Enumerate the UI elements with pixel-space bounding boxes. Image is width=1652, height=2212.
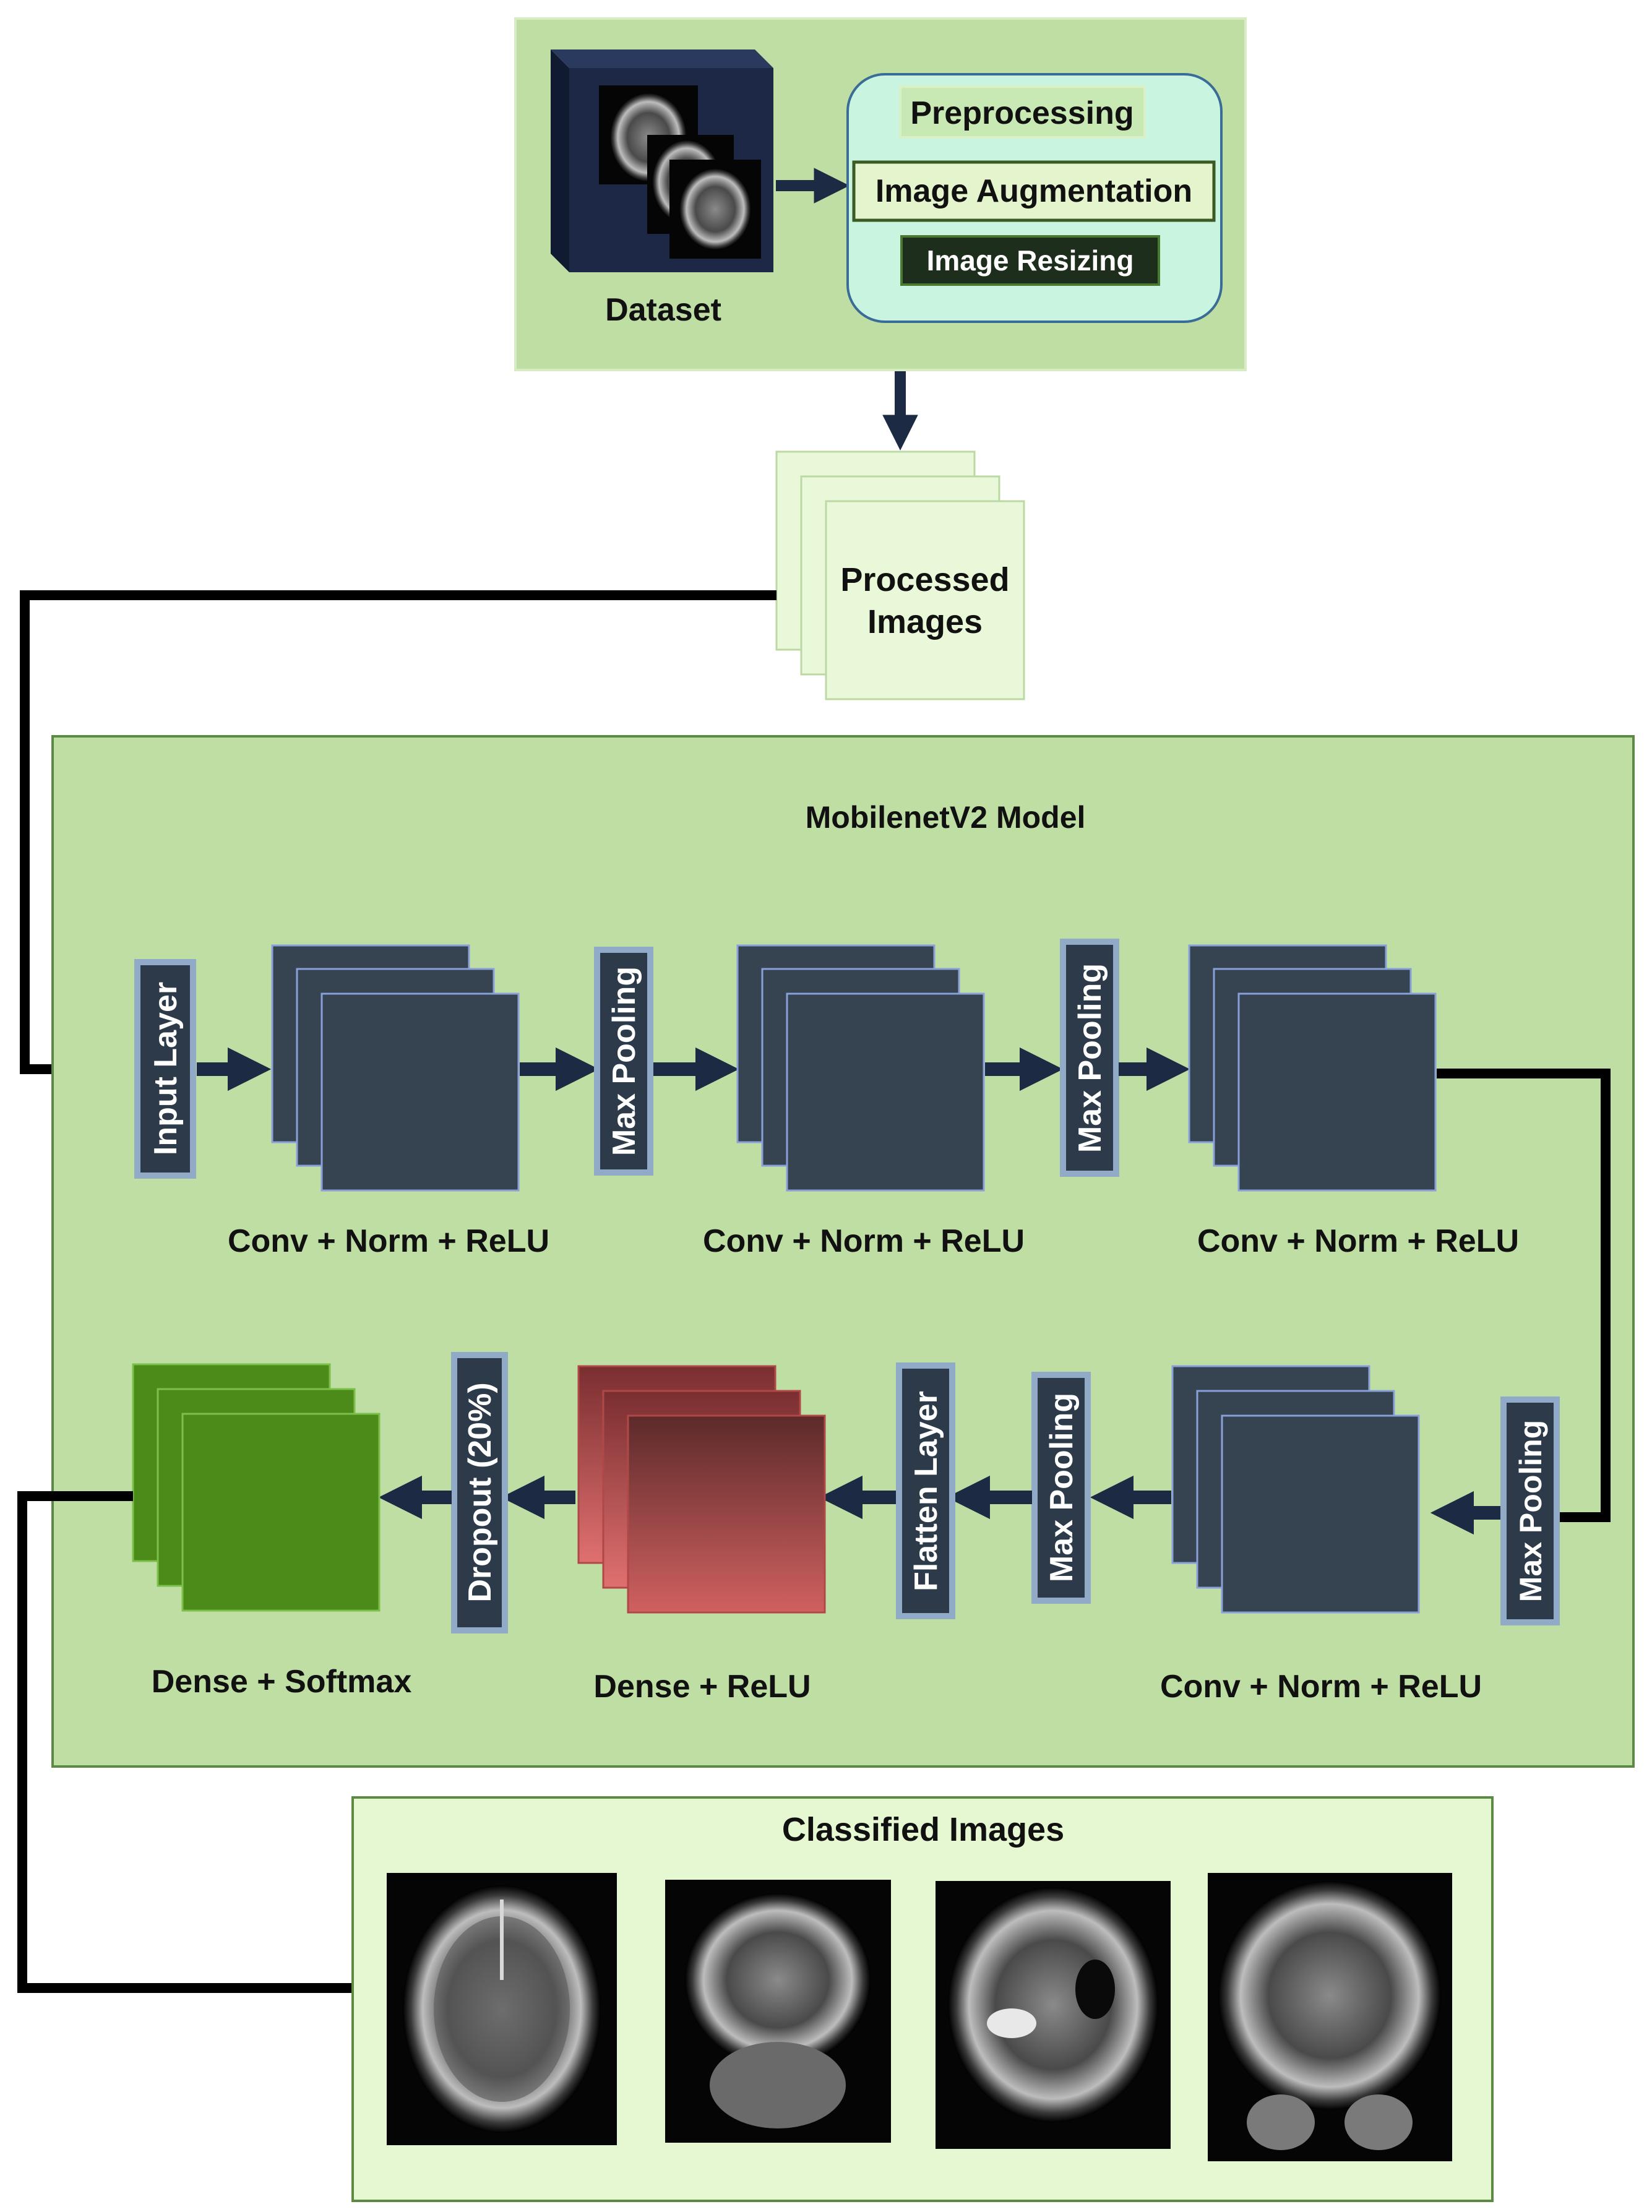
maxpool4-label: Max Pooling [1044,1393,1080,1582]
input-layer-box [134,959,196,1179]
classified-title: Classified Images [782,1811,1064,1848]
flatten-layer-box [896,1362,955,1619]
maxpool1-box [594,947,653,1176]
maxpool3-box [1500,1396,1560,1625]
preprocessing-panel: Dataset Preprocessing Image Augmentation… [514,17,1247,371]
flatten-layer-label: Flatten Layer [908,1391,944,1591]
preprocessing-title-bg [899,85,1146,139]
model-row-2: Max Pooling Conv + Norm + ReLU Max Pooli… [132,1352,1560,1705]
classified-panel: Classified Images [351,1796,1494,2202]
cube-top [551,49,773,68]
preprocessing-title: Preprocessing [910,95,1134,131]
mri-4-orbit-right [1344,2094,1413,2150]
mri-3-brain [948,1887,1158,2122]
conv4-label: Conv + Norm + ReLU [1160,1669,1482,1705]
dense-relu-sheet-3 [627,1414,826,1614]
resizing-step-box [900,235,1160,286]
dense-relu-label: Dense + ReLU [593,1669,811,1705]
connector-softmax-to-classified [17,1491,353,1993]
classified-image-3 [936,1881,1171,2149]
maxpool4-box [1031,1372,1091,1604]
dropout-label: Dropout (20%) [462,1382,498,1602]
mri-3-lesion-dark [1075,1960,1115,2019]
model-title: MobilenetV2 Model [806,800,1086,835]
conv3-sheet-3 [1237,992,1437,1192]
conv1-sheet-3 [321,992,520,1192]
augmentation-step-label: Image Augmentation [875,173,1192,209]
mri-4-orbit-left [1247,2094,1315,2150]
processed-label-line2: Images [867,603,983,640]
mri-3-lesion-bright [987,2008,1036,2038]
conv2-sheet-3 [786,992,985,1192]
dense-softmax-sheet-3 [181,1413,381,1612]
model-row-1: Input Layer Conv + Norm + ReLU Max Pooli… [134,939,1519,1259]
processed-images-stack: Processed Images [775,450,1025,700]
dataset-brain-3 [679,168,751,250]
mri-2-brain [685,1893,871,2067]
conv2-label: Conv + Norm + ReLU [703,1223,1025,1259]
mri-2-lower [710,2042,846,2128]
dense-softmax-label: Dense + Softmax [152,1664,412,1700]
conv4-sheet-3 [1221,1414,1420,1614]
cube-side [551,49,569,272]
classified-image-1 [387,1873,617,2145]
mri-4-brain [1218,1881,1441,2110]
processed-label-line1: Processed [840,561,1009,598]
resizing-step-label: Image Resizing [927,244,1134,277]
conv3-label: Conv + Norm + ReLU [1197,1223,1519,1259]
dataset-cube [551,49,773,272]
classified-image-4 [1208,1873,1452,2161]
dataset-label: Dataset [605,292,721,328]
mri-1-inner [434,1916,570,2102]
maxpool1-label: Max Pooling [606,966,642,1156]
augmentation-step-box [852,160,1216,222]
input-layer-label: Input Layer [148,982,184,1155]
maxpool3-label: Max Pooling [1513,1420,1548,1602]
dropout-box [451,1352,508,1633]
maxpool2-label: Max Pooling [1072,963,1108,1153]
conv1-label: Conv + Norm + ReLU [228,1223,549,1259]
processed-sheet-3 [825,500,1025,700]
maxpool2-box [1060,939,1119,1177]
classified-image-2 [665,1880,891,2143]
